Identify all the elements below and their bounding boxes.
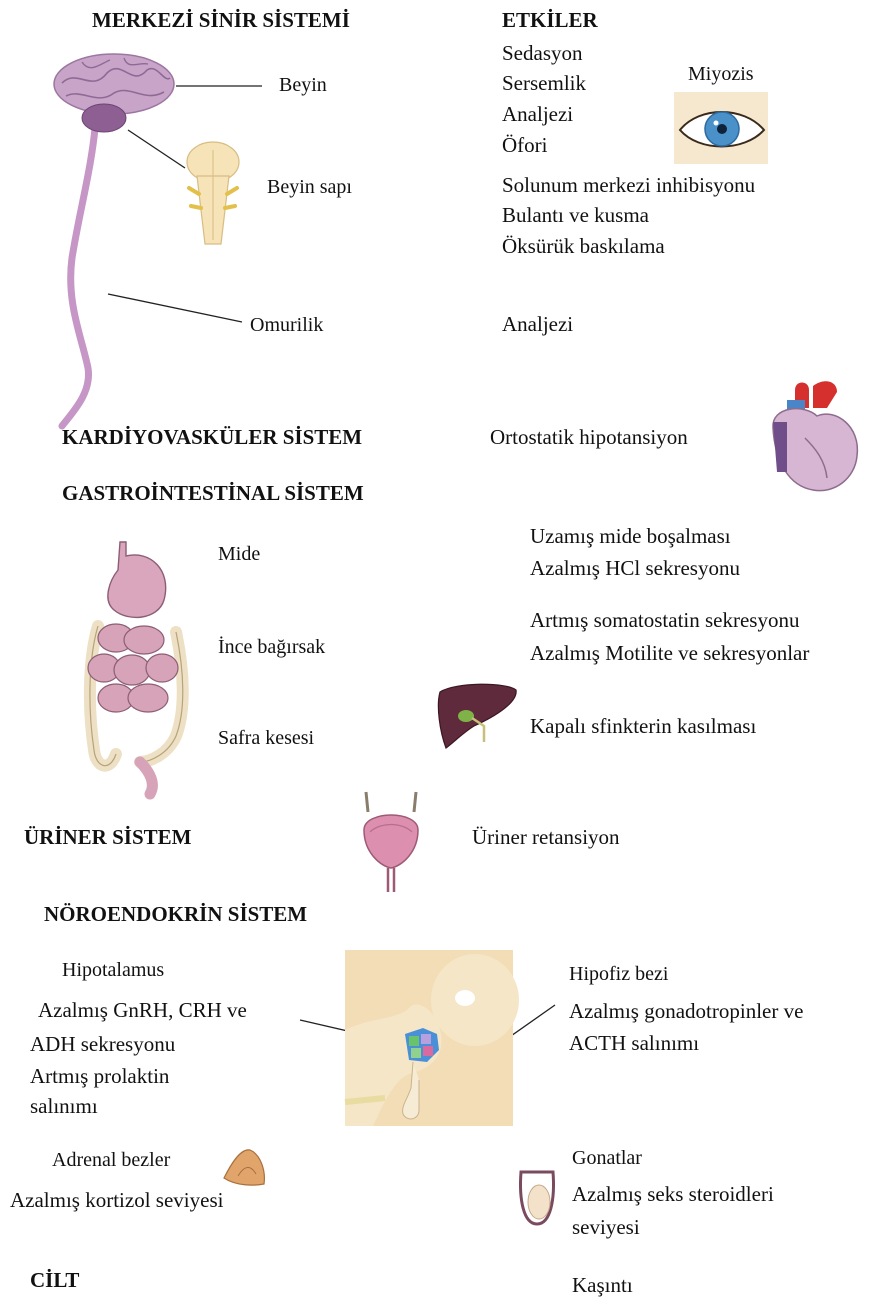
effect-item: Artmış somatostatin sekresyonu [530,610,799,631]
effect-item: Artmış prolaktin [30,1066,169,1087]
effect-item: Öfori [502,135,548,156]
cardio-title: KARDİYOVASKÜLER SİSTEM [62,427,362,448]
bladder-illustration [360,790,422,894]
urinary-title: ÜRİNER SİSTEM [24,827,191,848]
adrenal-label: Adrenal bezler [52,1150,170,1170]
gi-tract-illustration [80,540,190,795]
skin-title: CİLT [30,1270,79,1291]
effect-item: ACTH salınımı [569,1033,699,1054]
effect-item: Analjezi [502,104,573,125]
effect-item: Sersemlik [502,73,586,94]
gi-title: GASTROİNTESTİNAL SİSTEM [62,483,364,504]
eye-illustration [674,92,768,164]
effect-item: Solunum merkezi inhibisyonu [502,175,755,196]
brainstem-illustration [183,140,243,246]
brain-spinal-cord-illustration [52,48,182,428]
effect-item: Azalmış GnRH, CRH ve [38,1000,247,1021]
miosis-label: Miyozis [688,64,754,84]
effect-item: Bulantı ve kusma [502,205,649,226]
brain-label: Beyin [279,75,327,95]
pituitary-illustration [345,950,513,1126]
effect-item: salınımı [30,1096,98,1117]
gonads-label: Gonatlar [572,1148,642,1168]
brainstem-label: Beyin sapı [267,177,352,197]
spinal-cord-label: Omurilik [250,315,323,335]
effect-item: Analjezi [502,314,573,335]
urinary-effect: Üriner retansiyon [472,827,620,848]
skin-effect: Kaşıntı [572,1275,633,1296]
gonad-illustration [515,1168,559,1228]
pituitary-label: Hipofiz bezi [569,964,668,984]
effect-item: seviyesi [572,1217,640,1238]
small-intestine-label: İnce bağırsak [218,637,325,657]
effect-item: Öksürük baskılama [502,236,665,257]
gallbladder-label: Safra kesesi [218,728,314,748]
effect-item: Azalmış HCl sekresyonu [530,558,740,579]
effect-item: Sedasyon [502,43,583,64]
cardio-effect: Ortostatik hipotansiyon [490,427,688,448]
stomach-label: Mide [218,544,260,564]
cns-title: MERKEZİ SİNİR SİSTEMİ [92,10,350,31]
effect-item: Kapalı sfinkterin kasılması [530,716,756,737]
effect-item: ADH sekresyonu [30,1034,175,1055]
effect-item: Uzamış mide boşalması [530,526,731,547]
neuroendocrine-title: NÖROENDOKRİN SİSTEM [44,904,307,925]
adrenal-gland-illustration [220,1146,268,1188]
effect-item: Azalmış kortizol seviyesi [10,1190,223,1211]
effect-item: Azalmış Motilite ve sekresyonlar [530,643,809,664]
effects-title: ETKİLER [502,10,598,31]
liver-gallbladder-illustration [436,682,518,750]
heart-illustration [765,378,865,496]
hypothalamus-label: Hipotalamus [62,960,164,980]
effect-item: Azalmış gonadotropinler ve [569,1001,803,1022]
effect-item: Azalmış seks steroidleri [572,1184,774,1205]
